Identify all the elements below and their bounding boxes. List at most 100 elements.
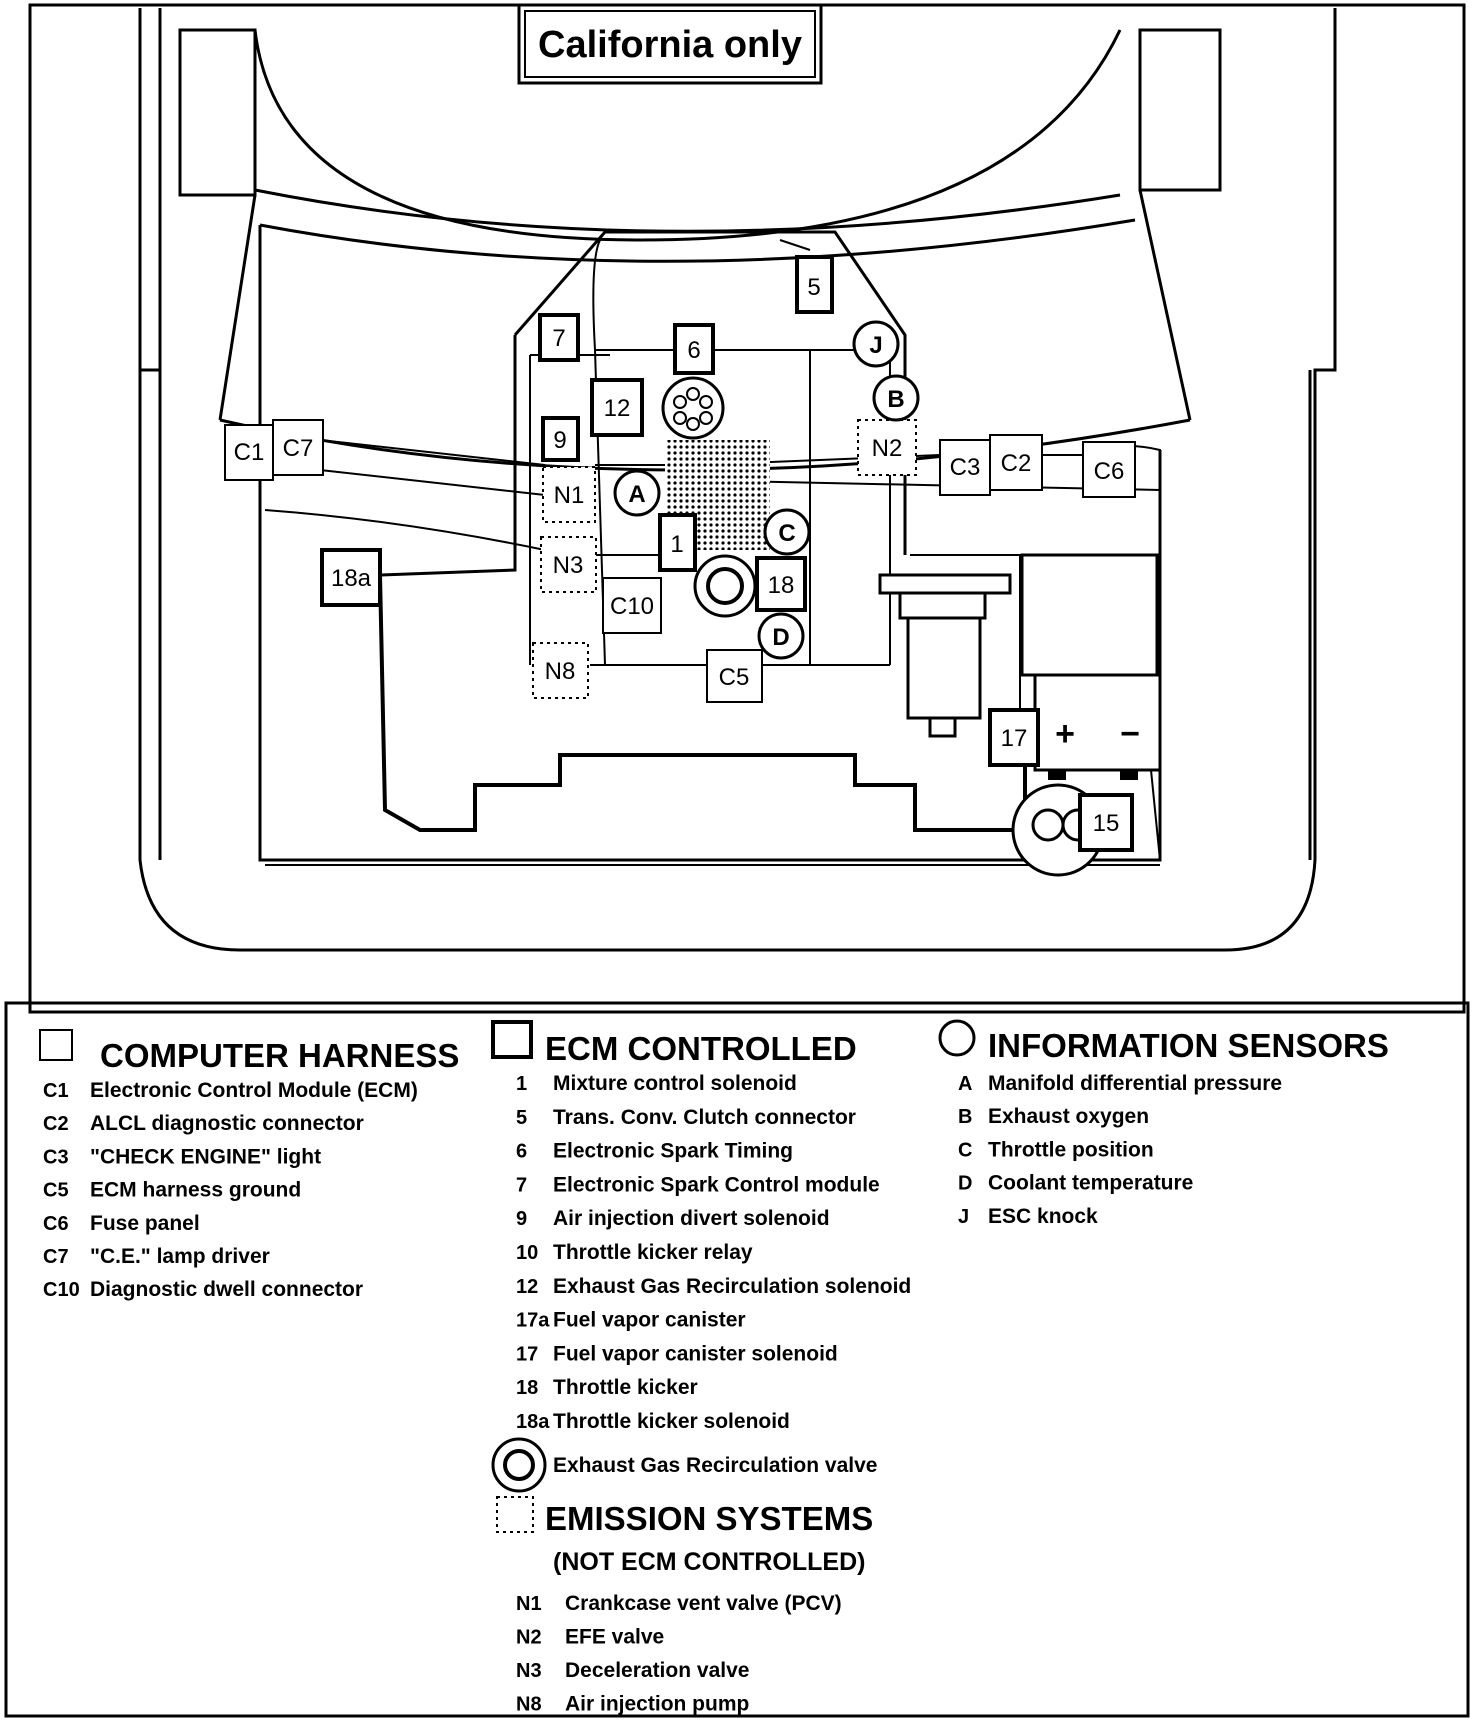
ecm-legend-code: 18a bbox=[516, 1411, 550, 1433]
harness-legend-code: C10 bbox=[43, 1279, 80, 1301]
sensor-a: A bbox=[613, 469, 661, 517]
ecm-legend-description: Fuel vapor canister bbox=[553, 1309, 746, 1332]
sensor-legend-description: ESC knock bbox=[988, 1205, 1098, 1228]
ecm-legend-description: Exhaust Gas Recirculation solenoid bbox=[553, 1275, 911, 1298]
ecm-legend-description: Electronic Spark Timing bbox=[553, 1140, 793, 1163]
ecm-legend-item: 6 Electronic Spark Timing bbox=[516, 1140, 793, 1163]
svg-text:C: C bbox=[778, 520, 795, 547]
sensor-legend-description: Coolant temperature bbox=[988, 1172, 1193, 1195]
connector-c2: C2 bbox=[989, 434, 1043, 491]
connector-c1: C1 bbox=[224, 424, 274, 481]
distributor-6 bbox=[661, 376, 725, 440]
sensor-legend-code: D bbox=[958, 1173, 972, 1195]
harness-legend-code: C2 bbox=[43, 1113, 69, 1135]
connector-c7: C7 bbox=[272, 419, 324, 476]
emission-legend-code: N3 bbox=[516, 1660, 542, 1682]
svg-text:C7: C7 bbox=[283, 435, 314, 462]
svg-text:N2: N2 bbox=[872, 435, 903, 462]
legend-sensor-symbol bbox=[938, 1019, 976, 1057]
legend-sensors-title: INFORMATION SENSORS bbox=[988, 1027, 1389, 1064]
harness-legend-description: Fuse panel bbox=[90, 1212, 200, 1235]
harness-legend-description: Electronic Control Module (ECM) bbox=[90, 1079, 418, 1102]
emission-legend-code: N1 bbox=[516, 1593, 542, 1615]
svg-text:California only: California only bbox=[538, 24, 802, 66]
ecm-legend-description: Throttle kicker relay bbox=[553, 1241, 753, 1264]
sensor-legend-item: B Exhaust oxygen bbox=[958, 1105, 1149, 1128]
sensor-legend-code: B bbox=[958, 1106, 972, 1128]
harness-legend-description: "CHECK ENGINE" light bbox=[90, 1145, 321, 1168]
emission-legend-code: N8 bbox=[516, 1694, 542, 1716]
ecm-12: 12 bbox=[590, 378, 644, 437]
battery: + − bbox=[1020, 553, 1162, 780]
connector-c3: C3 bbox=[939, 439, 991, 496]
ecm-15: 15 bbox=[1078, 793, 1134, 852]
legend-emission-symbol bbox=[496, 1496, 534, 1533]
ecm-18a: 18a bbox=[320, 548, 382, 607]
harness-legend-code: C7 bbox=[43, 1246, 69, 1268]
ecm-legend-item: 18 Throttle kicker bbox=[516, 1376, 698, 1399]
egr-valve bbox=[693, 554, 757, 618]
harness-legend-description: ECM harness ground bbox=[90, 1179, 301, 1202]
ecm-legend-description: Throttle kicker bbox=[553, 1376, 698, 1399]
legend-frame bbox=[4, 1001, 1470, 1718]
legend-ecm-symbol bbox=[491, 1020, 533, 1059]
sensor-legend-description: Exhaust oxygen bbox=[988, 1105, 1149, 1128]
ecm-17: 17 bbox=[988, 708, 1040, 767]
sensor-legend-description: Throttle position bbox=[988, 1138, 1154, 1161]
ecm-6: 6 bbox=[673, 323, 715, 375]
legend-ecm-title: ECM CONTROLLED bbox=[545, 1030, 857, 1067]
ecm-1: 1 bbox=[658, 513, 697, 572]
ecm-5: 5 bbox=[795, 255, 834, 314]
connector-c10: C10 bbox=[602, 577, 662, 634]
svg-text:C2: C2 bbox=[1001, 450, 1032, 477]
battery-positive: + bbox=[1055, 715, 1075, 753]
sensor-j: J bbox=[852, 320, 900, 368]
connector-c6: C6 bbox=[1082, 441, 1136, 498]
svg-text:D: D bbox=[772, 624, 789, 651]
emission-legend-code: N2 bbox=[516, 1627, 542, 1649]
harness-legend-code: C5 bbox=[43, 1180, 69, 1202]
ecm-legend-code: 18 bbox=[516, 1377, 538, 1399]
sensor-legend-item: C Throttle position bbox=[958, 1138, 1154, 1161]
svg-text:15: 15 bbox=[1093, 810, 1120, 837]
svg-text:6: 6 bbox=[687, 337, 700, 364]
harness-legend-code: C3 bbox=[43, 1146, 69, 1168]
ecm-7: 7 bbox=[538, 313, 580, 362]
ecm-legend-code: 17 bbox=[516, 1343, 538, 1365]
battery-negative: − bbox=[1120, 715, 1140, 753]
emission-n8: N8 bbox=[532, 642, 589, 699]
ecm-legend-code: 6 bbox=[516, 1141, 527, 1163]
legend-egr-symbol bbox=[491, 1437, 547, 1493]
svg-text:C10: C10 bbox=[610, 593, 654, 620]
legend-emission-systems: EMISSION SYSTEMS (NOT ECM CONTROLLED) N1… bbox=[496, 1496, 873, 1716]
emission-n3: N3 bbox=[540, 536, 597, 593]
ecm-legend-description: Electronic Spark Control module bbox=[553, 1173, 880, 1196]
sensor-legend-code: C bbox=[958, 1139, 972, 1161]
ecm-legend-item: 7 Electronic Spark Control module bbox=[516, 1173, 880, 1196]
emission-legend-description: Deceleration valve bbox=[565, 1659, 749, 1682]
ecm-legend-code: 7 bbox=[516, 1174, 527, 1196]
svg-text:5: 5 bbox=[807, 274, 820, 301]
harness-legend-code: C6 bbox=[43, 1213, 69, 1235]
svg-text:9: 9 bbox=[553, 427, 566, 454]
legend-egr-label: Exhaust Gas Recirculation valve bbox=[553, 1454, 877, 1477]
ecm-9: 9 bbox=[541, 416, 580, 462]
ecm-18: 18 bbox=[755, 556, 807, 612]
sensor-legend-code: A bbox=[958, 1073, 972, 1095]
emission-legend-item: N1 Crankcase vent valve (PCV) bbox=[516, 1592, 842, 1615]
emission-legend-description: Crankcase vent valve (PCV) bbox=[565, 1592, 842, 1615]
